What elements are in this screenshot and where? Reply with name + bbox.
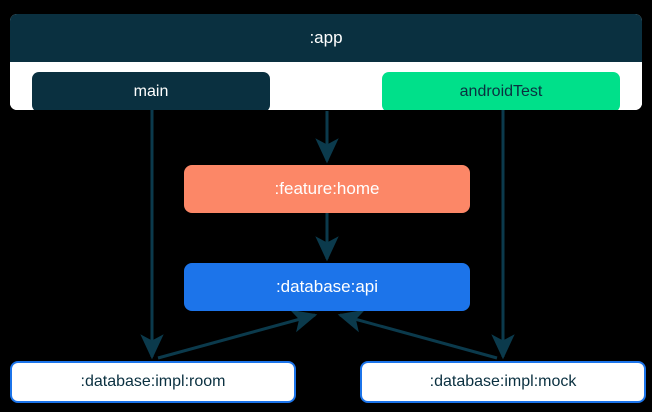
module-node-database-impl-mock[interactable]: :database:impl:mock xyxy=(360,361,646,403)
module-node-database-impl-room[interactable]: :database:impl:room xyxy=(10,361,296,403)
app-module-container[interactable]: :app main androidTest xyxy=(10,14,642,110)
module-node-database-api[interactable]: :database:api xyxy=(184,263,470,311)
edge-room-to-database-api xyxy=(157,309,318,360)
edge-mock-to-database-api xyxy=(337,309,498,360)
module-node-feature-home[interactable]: :feature:home xyxy=(184,165,470,213)
app-module-title: :app xyxy=(10,14,642,62)
app-source-sets-area: main androidTest xyxy=(10,62,642,110)
source-set-androidtest[interactable]: androidTest xyxy=(382,72,620,110)
source-set-main[interactable]: main xyxy=(32,72,270,110)
